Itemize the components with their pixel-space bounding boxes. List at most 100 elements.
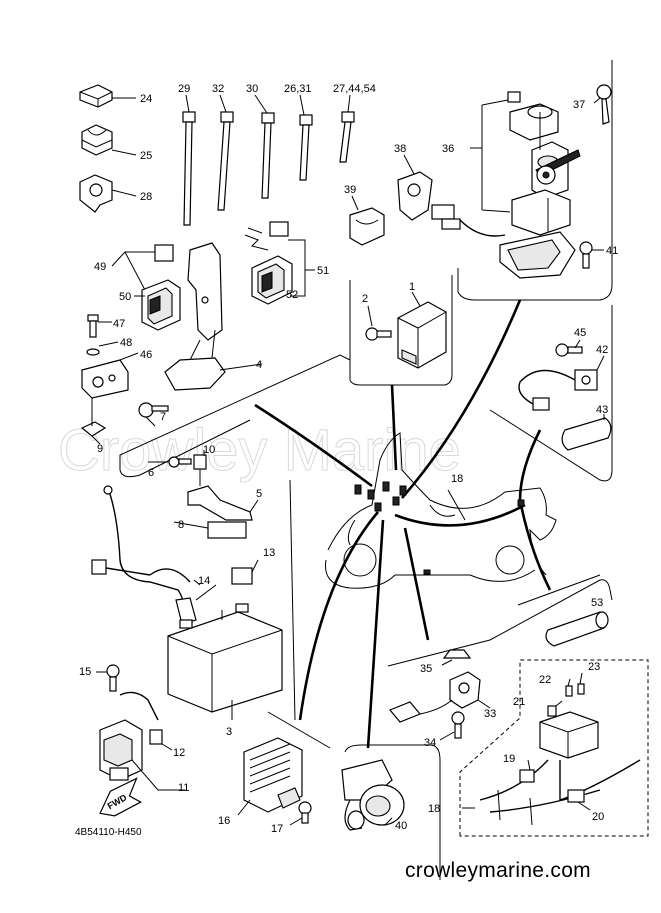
callout-47: 47	[113, 318, 125, 330]
callout-38: 38	[394, 143, 406, 155]
sensor-42-icon	[518, 355, 605, 411]
callout-7: 7	[160, 411, 166, 423]
bolt-2-icon	[365, 305, 392, 341]
callout-32: 32	[212, 83, 224, 95]
callout-6: 6	[148, 467, 154, 479]
callout-17: 17	[271, 823, 283, 835]
callout-43: 43	[596, 404, 608, 416]
bolt-34-icon	[439, 711, 465, 741]
callout-16: 16	[218, 815, 230, 827]
callout-14: 14	[198, 575, 210, 587]
callout-42: 42	[596, 344, 608, 356]
key-37-icon	[593, 84, 612, 125]
wire-harness	[254, 299, 552, 749]
callout-24: 24	[140, 93, 152, 105]
tube-53-icon	[545, 611, 609, 647]
bolt-45-icon	[555, 339, 583, 357]
cable-tie-32-icon	[217, 94, 234, 211]
callout-46: 46	[140, 349, 152, 361]
callout-10: 10	[203, 444, 215, 456]
callout-20: 20	[592, 811, 604, 823]
motorcycle-outline	[325, 432, 557, 589]
callout-36: 36	[442, 143, 454, 155]
callout-28: 28	[140, 191, 152, 203]
callout-22: 22	[539, 674, 551, 686]
callout-40: 40	[395, 820, 407, 832]
cable-tie-29-icon	[182, 94, 196, 226]
callout-30: 30	[246, 83, 258, 95]
bracket-46-icon	[81, 352, 139, 399]
callout-39: 39	[344, 184, 356, 196]
callout-45: 45	[574, 327, 586, 339]
battery-3-icon	[167, 603, 283, 720]
callout-12: 12	[173, 747, 185, 759]
callout-26-31: 26,31	[284, 83, 312, 95]
bolt-7-icon	[138, 402, 169, 427]
relay-50-icon	[134, 279, 181, 331]
washer-48-icon	[86, 341, 119, 356]
callout-21: 21	[513, 696, 525, 708]
clip-25-icon	[81, 124, 137, 156]
callout-41: 41	[606, 245, 618, 257]
callout-2: 2	[362, 293, 368, 305]
callout-35: 35	[420, 663, 432, 675]
callout-49: 49	[94, 261, 106, 273]
bolt-15-icon	[96, 664, 120, 692]
relay-bracket-4-icon	[164, 242, 263, 391]
bracket-33-icon	[389, 671, 491, 723]
cable-tie-27-44-54-icon	[339, 94, 355, 163]
callout-4: 4	[256, 359, 262, 371]
cap-43-icon	[561, 414, 612, 451]
callout-1: 1	[409, 281, 415, 293]
connector-13-icon	[231, 559, 259, 585]
bolt-35-icon	[441, 649, 472, 666]
clip-24-icon	[79, 84, 136, 108]
clamp-38-icon	[397, 154, 433, 221]
callout-3: 3	[226, 726, 232, 738]
cable-tie-26-31-icon	[299, 94, 313, 181]
starter-relay-11-icon	[99, 691, 185, 791]
callout-23: 23	[588, 661, 600, 673]
fwd-arrow-icon: FWD	[99, 777, 142, 817]
callout-15: 15	[79, 666, 91, 678]
relay-49-icon	[111, 244, 174, 291]
sensor-40-icon	[341, 759, 405, 831]
callout-11: 11	[178, 782, 189, 794]
callout-50: 50	[119, 291, 131, 303]
ecu-1-icon	[397, 291, 447, 369]
leader-lines	[148, 461, 591, 811]
bolt-17-icon	[289, 801, 312, 826]
cable-tie-30-icon	[254, 94, 275, 199]
callout-51: 51	[317, 265, 329, 277]
bolt-41-icon	[579, 241, 604, 269]
diagram-code: 4B54110-H450	[75, 827, 142, 838]
group-frames	[119, 60, 649, 880]
callout-5: 5	[256, 488, 262, 500]
callout-18-top: 18	[451, 473, 463, 485]
callout-29: 29	[178, 83, 190, 95]
keys-on-switch-icon	[535, 149, 581, 185]
cable-ties	[182, 94, 355, 226]
callout-labels: 1 2 3 4 5 6 7 8 9 10 11 12 13 14 15 16 1…	[79, 83, 618, 835]
callout-13: 13	[263, 547, 275, 559]
relay-51-52-icon	[244, 221, 315, 305]
callout-19: 19	[503, 753, 515, 765]
website-label: crowleymarine.com	[405, 859, 591, 882]
callout-9: 9	[97, 443, 103, 455]
fuse-bracket-5-icon	[168, 450, 259, 539]
rectifier-16-icon	[237, 737, 303, 816]
callout-52: 52	[286, 289, 298, 301]
callout-53: 53	[591, 597, 603, 609]
bolt-47-icon	[87, 314, 112, 338]
callout-34: 34	[424, 737, 436, 749]
main-switch-36-icon	[431, 91, 576, 279]
callout-37: 37	[573, 99, 585, 111]
clamp-39-icon	[349, 195, 385, 246]
battery-cable-14-icon	[91, 485, 201, 625]
callout-33: 33	[484, 708, 496, 720]
callout-27-44-54: 27,44,54	[333, 83, 376, 95]
clip-28-icon	[79, 174, 137, 213]
callout-25: 25	[140, 150, 152, 162]
bracket-9-icon	[80, 398, 107, 445]
